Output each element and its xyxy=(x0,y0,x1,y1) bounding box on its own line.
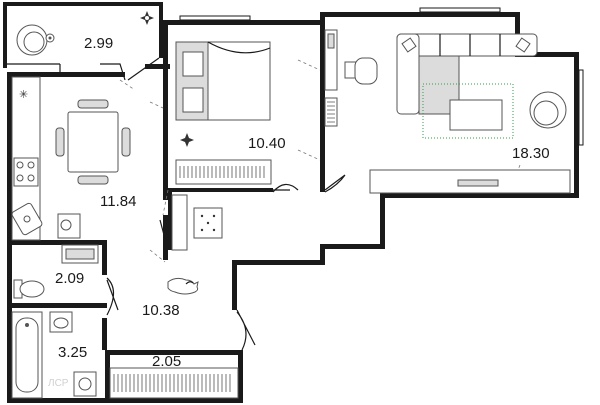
room-area-balcony-bottom: 2.05 xyxy=(152,353,181,370)
room-area-living: 18.30 xyxy=(512,145,550,162)
snowflake-icon: ✳ xyxy=(19,88,28,101)
hall-cabinet xyxy=(171,194,188,251)
sink-icon xyxy=(61,244,99,264)
plant-icon xyxy=(140,11,154,25)
washing-machine-icon xyxy=(57,213,81,239)
cat-icon xyxy=(167,277,199,295)
svg-text:✳: ✳ xyxy=(19,88,28,101)
tv-stand xyxy=(369,169,571,194)
stove-icon xyxy=(13,157,39,187)
bed-icon xyxy=(175,41,271,121)
room-area-hall: 10.38 xyxy=(142,302,180,319)
coffee-table xyxy=(449,99,503,131)
bottom-balcony-radiator xyxy=(109,367,239,399)
desk-icon xyxy=(324,29,378,127)
rug-outline xyxy=(422,83,514,139)
bathtub-icon xyxy=(11,311,43,399)
sink-icon xyxy=(49,311,73,333)
dining-table-icon xyxy=(55,99,131,185)
armchair-icon xyxy=(16,24,55,56)
walls xyxy=(3,2,584,403)
watermark: ЛСР xyxy=(48,378,69,389)
toilet-icon xyxy=(13,279,45,299)
armchair-icon xyxy=(529,91,567,129)
room-area-balcony-top: 2.99 xyxy=(84,35,113,52)
room-area-kitchen: 11.84 xyxy=(100,193,136,210)
doors xyxy=(106,174,346,351)
shoe-cabinet-icon xyxy=(193,207,223,239)
wardrobe xyxy=(175,159,272,185)
sink-icon xyxy=(11,202,43,236)
room-area-bedroom: 10.40 xyxy=(248,135,286,152)
room-area-bathroom: 3.25 xyxy=(58,344,87,361)
washing-machine-icon xyxy=(73,371,97,397)
plant-icon xyxy=(180,133,194,147)
room-area-wc: 2.09 xyxy=(55,270,84,287)
